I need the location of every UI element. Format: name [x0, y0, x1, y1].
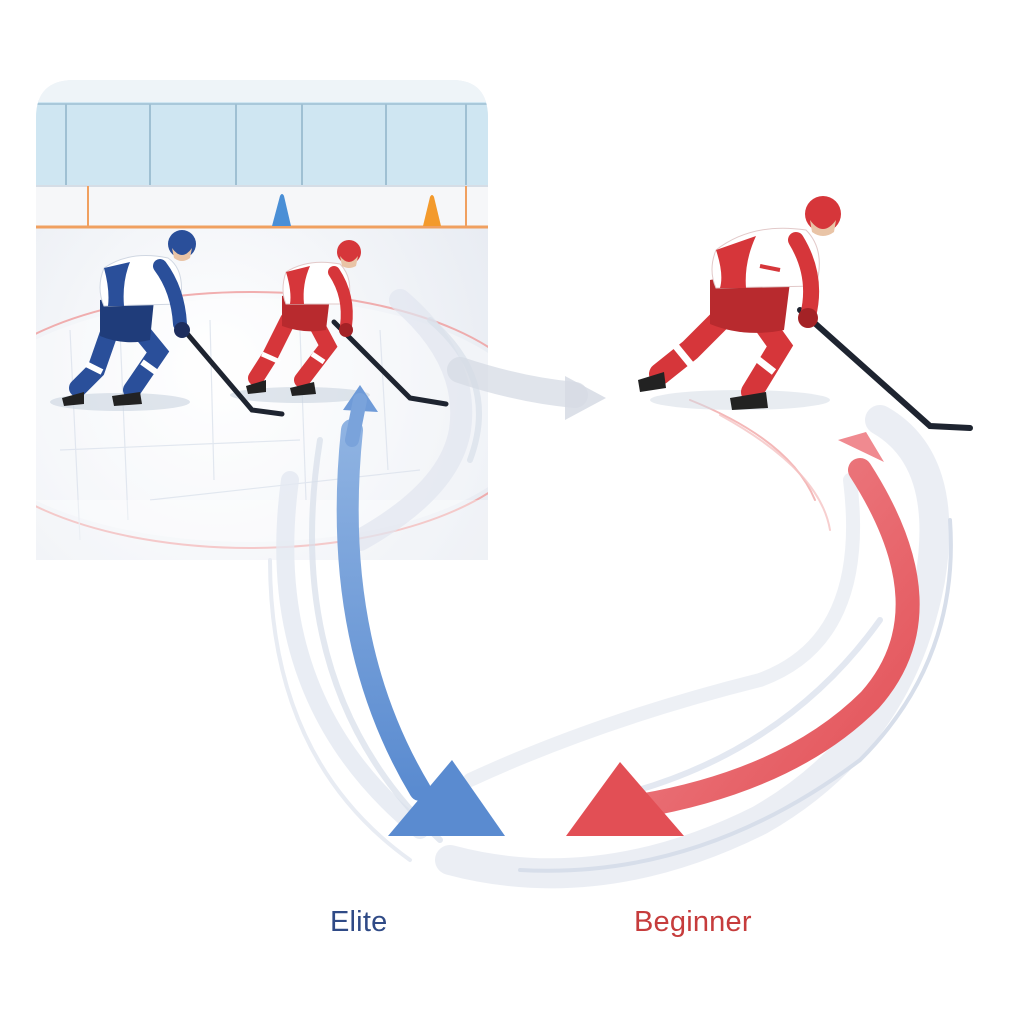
cone-orange-icon [423, 195, 441, 226]
transition-arrow [447, 357, 588, 408]
beginner-arrow-head-icon [566, 762, 684, 836]
beginner-player-small [246, 240, 449, 407]
elite-player [62, 230, 285, 417]
beginner-player-large [638, 196, 973, 431]
elite-arrow [336, 385, 505, 836]
cone-blue-icon [272, 194, 291, 226]
beginner-label: Beginner [634, 906, 752, 938]
rink-glass [36, 100, 488, 186]
motion-streaks [268, 289, 953, 889]
rink-panel [36, 80, 488, 570]
elite-arrow-head-icon [388, 760, 505, 836]
beginner-arrow [566, 432, 920, 836]
beginner-arrow-up-head-icon [838, 432, 884, 462]
rink-boards [36, 186, 488, 226]
elite-label: Elite [330, 906, 388, 938]
